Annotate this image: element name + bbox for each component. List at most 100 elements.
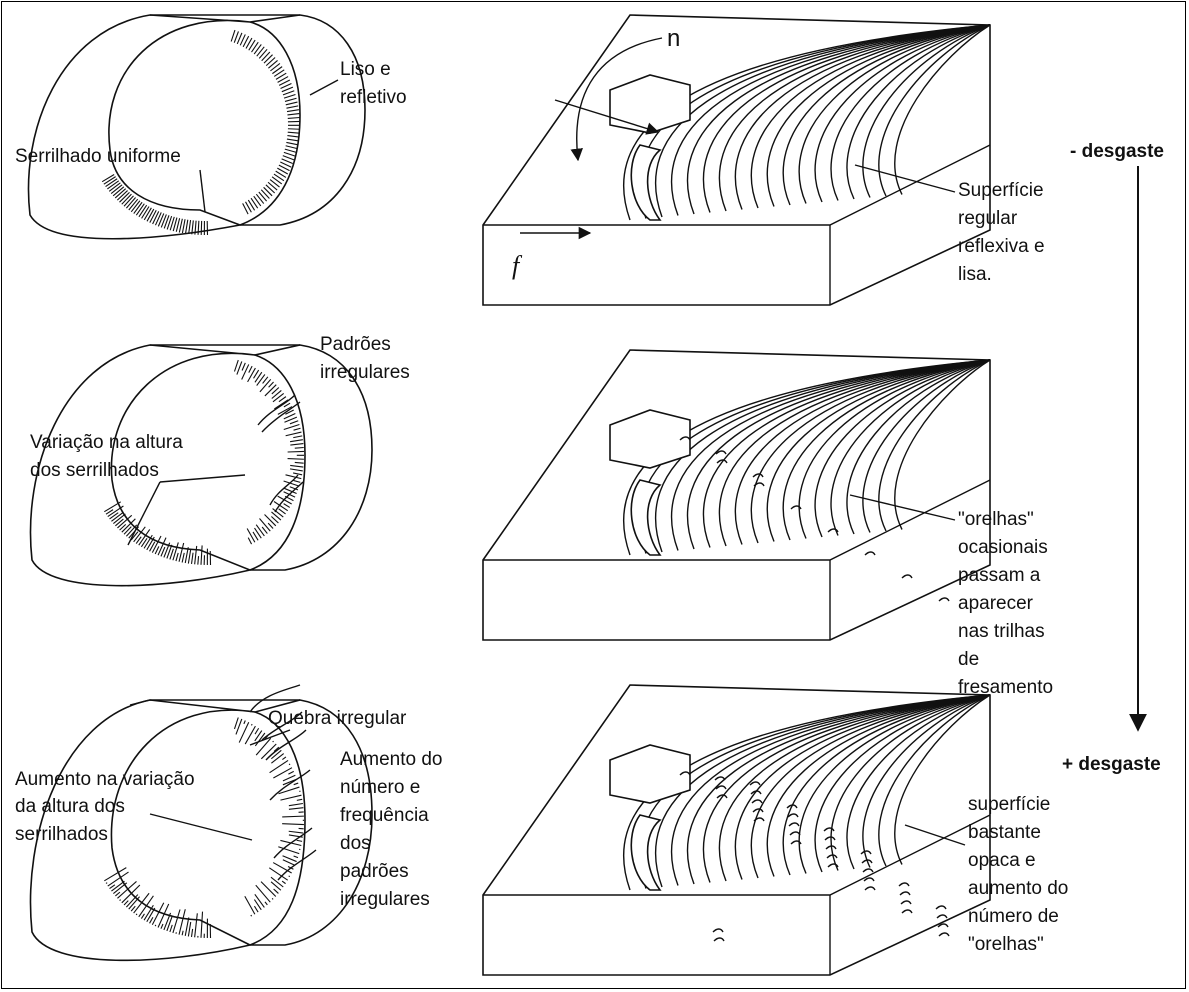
serration-tooth [271,512,280,520]
milled-block-1 [483,15,990,305]
serration-tooth [255,728,259,734]
chip-label: Quebra irregular [268,708,407,729]
serration-tooth [234,360,238,371]
chip-label: refletivo [340,87,407,108]
chip-label: Aumento na variação [15,769,195,790]
serration-tooth [279,509,286,514]
serration-tooth [295,462,304,463]
surface-label: número de [968,906,1059,927]
serration-tooth [260,379,271,392]
serration-tooth [288,118,300,119]
serration-tooth [290,444,303,445]
serration-tooth [265,385,276,396]
serration-tooth [120,900,121,901]
serration-tooth [288,132,300,133]
surface-label: passam a [958,565,1041,586]
chip-label: Variação na altura [30,432,183,453]
surface-label: fresamento [958,677,1053,698]
serration-tooth [271,877,283,887]
serration-tooth [249,366,252,372]
serration-tooth [290,469,303,471]
serration-tooth [256,525,264,536]
serration-tooth [259,192,267,201]
serration-tooth [289,831,304,833]
serration-tooth [287,114,299,115]
serration-tooth [294,428,301,430]
ear-mark [939,598,949,601]
serration-tooth [288,129,300,130]
surface-label: nas trilhas [958,621,1045,642]
serration-tooth [284,152,295,156]
serration-tooth [279,397,286,402]
serration-tooth [261,190,269,199]
serration-tooth [262,52,270,61]
surface-label: de [958,649,979,670]
serration-tooth [255,894,265,907]
serration-tooth [257,374,265,385]
serration-tooth [273,768,292,778]
serration-tooth [234,718,238,729]
serration-tooth [294,783,298,785]
chip-label: dos serrilhados [30,460,159,481]
serration-tooth [287,139,299,141]
surface-label: regular [958,208,1018,229]
serration-tooth [284,94,295,98]
serration-tooth [286,475,302,479]
chip-label: serrilhados [15,824,108,845]
serration-tooth [264,55,273,63]
serration-tooth [280,840,301,845]
serration-tooth [288,459,304,460]
wear-axis: - desgaste + desgaste [1062,141,1164,775]
serration-tooth [289,804,303,806]
serration-tooth [286,432,302,436]
serration-tooth [293,473,302,475]
chip-label: Serrilhado uniforme [15,146,181,167]
serration-tooth [295,448,304,449]
chip-1 [29,15,366,239]
serration-tooth [273,393,284,401]
serration-tooth [290,465,303,467]
surface-label: reflexiva e [958,236,1045,257]
serration-tooth [272,390,282,398]
surface-label: aumento do [968,878,1068,899]
serration-tooth [285,149,297,152]
surface-label: Superfície [958,180,1044,201]
serration-tooth [287,110,299,112]
serration-tooth [273,509,284,517]
serration-tooth [245,726,255,744]
surface-label: superfície [968,794,1050,815]
serration-tooth [288,451,304,452]
serration-tooth [106,883,107,884]
serration-tooth [245,896,255,914]
spindle-symbol: n [667,25,680,52]
chip-label: frequência [340,805,429,826]
serration-tooth [282,757,286,760]
chip-label: dos [340,833,371,854]
serration-tooth [286,106,298,108]
surface-label: "orelhas" [958,509,1034,530]
serration-tooth [271,754,283,764]
serration-tooth [263,377,268,384]
chip-label: número e [340,777,420,798]
serration-tooth [278,496,292,504]
serration-tooth [284,504,290,508]
serration-tooth [282,881,285,884]
serration-tooth [273,741,274,742]
serration-tooth [256,885,271,902]
serration-tooth [259,518,270,531]
serration-tooth [242,363,245,371]
chip-label: irregulares [320,362,410,383]
milled-block-2 [483,350,990,640]
serration-tooth [274,889,279,893]
serration-tooth [290,440,303,442]
serration-tooth [287,136,299,137]
chip-label: Liso e [340,59,391,80]
serration-tooth [247,528,255,542]
serration-tooth [297,799,302,800]
chip-label: Aumento do [340,749,442,770]
serration-tooth [155,925,156,926]
serration-tooth [234,31,238,42]
serration-tooth [266,58,275,66]
serration-tooth [259,49,267,58]
